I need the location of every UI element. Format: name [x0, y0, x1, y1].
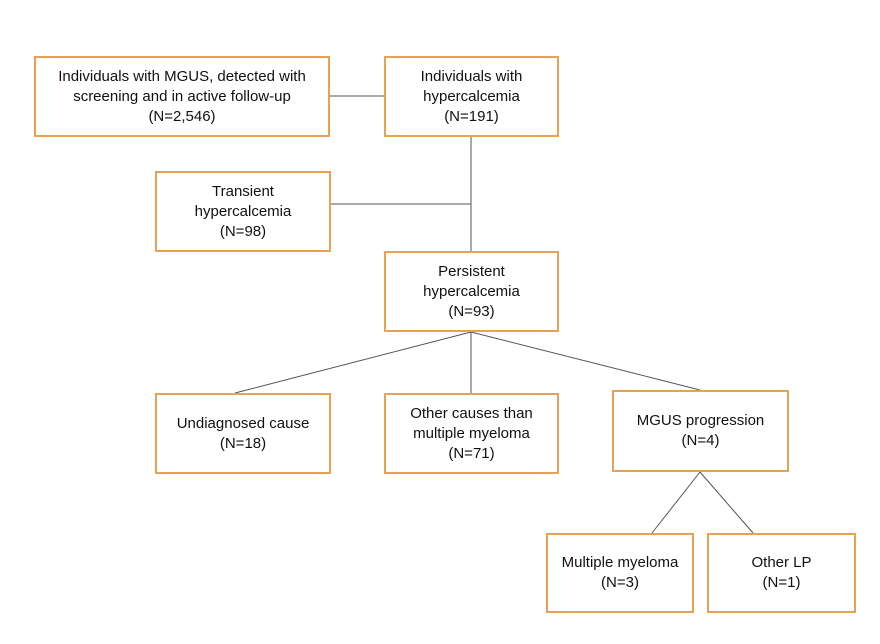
node-hypercalcemia: Individuals with hypercalcemia (N=191) — [384, 56, 559, 137]
node-myeloma-line-1: Multiple myeloma — [561, 554, 679, 571]
node-other-causes-line-1: Other causes than — [410, 404, 533, 422]
edge-progression-other-lp — [699, 471, 754, 534]
node-mgus-line-1: Individuals with MGUS, detected with — [58, 67, 306, 85]
node-transient-line-1: Transient — [212, 182, 274, 200]
node-mgus-count: (N=2,546) — [148, 107, 216, 125]
node-progression-count: (N=4) — [681, 432, 720, 449]
node-progression-line-1: MGUS progression — [636, 412, 765, 429]
node-myeloma: Multiple myeloma (N=3) — [546, 533, 694, 613]
node-other-lp: Other LP (N=1) — [707, 533, 856, 613]
node-other-lp-count: (N=1) — [762, 574, 801, 591]
edge-progression-myeloma — [651, 471, 701, 534]
node-transient-line-2: hypercalcemia — [194, 202, 292, 220]
node-other-causes-line-2: multiple myeloma — [413, 424, 530, 442]
node-transient-count: (N=98) — [219, 222, 267, 240]
node-hypercalcemia-line-1: Individuals with — [420, 67, 523, 85]
node-myeloma-count: (N=3) — [601, 574, 639, 591]
node-persistent-count: (N=93) — [448, 302, 495, 320]
node-persistent-line-1: Persistent — [438, 262, 505, 280]
node-undiagnosed: Undiagnosed cause (N=18) — [155, 393, 331, 474]
node-transient: Transient hypercalcemia (N=98) — [155, 171, 331, 252]
node-other-causes: Other causes than multiple myeloma (N=71… — [384, 393, 559, 474]
edge-persistent-progression — [470, 331, 701, 391]
edge-persistent-undiagnosed — [234, 331, 472, 394]
node-other-causes-count: (N=71) — [448, 444, 495, 462]
node-undiagnosed-count: (N=18) — [219, 434, 267, 452]
node-progression: MGUS progression (N=4) — [612, 390, 789, 472]
node-persistent: Persistent hypercalcemia (N=93) — [384, 251, 559, 332]
node-hypercalcemia-line-2: hypercalcemia — [423, 87, 520, 105]
node-mgus: Individuals with MGUS, detected with scr… — [34, 56, 330, 137]
node-mgus-line-2: screening and in active follow-up — [73, 87, 291, 105]
node-undiagnosed-line-1: Undiagnosed cause — [176, 414, 310, 432]
node-hypercalcemia-count: (N=191) — [444, 107, 499, 125]
node-other-lp-line-1: Other LP — [751, 554, 812, 571]
node-persistent-line-2: hypercalcemia — [423, 282, 520, 300]
